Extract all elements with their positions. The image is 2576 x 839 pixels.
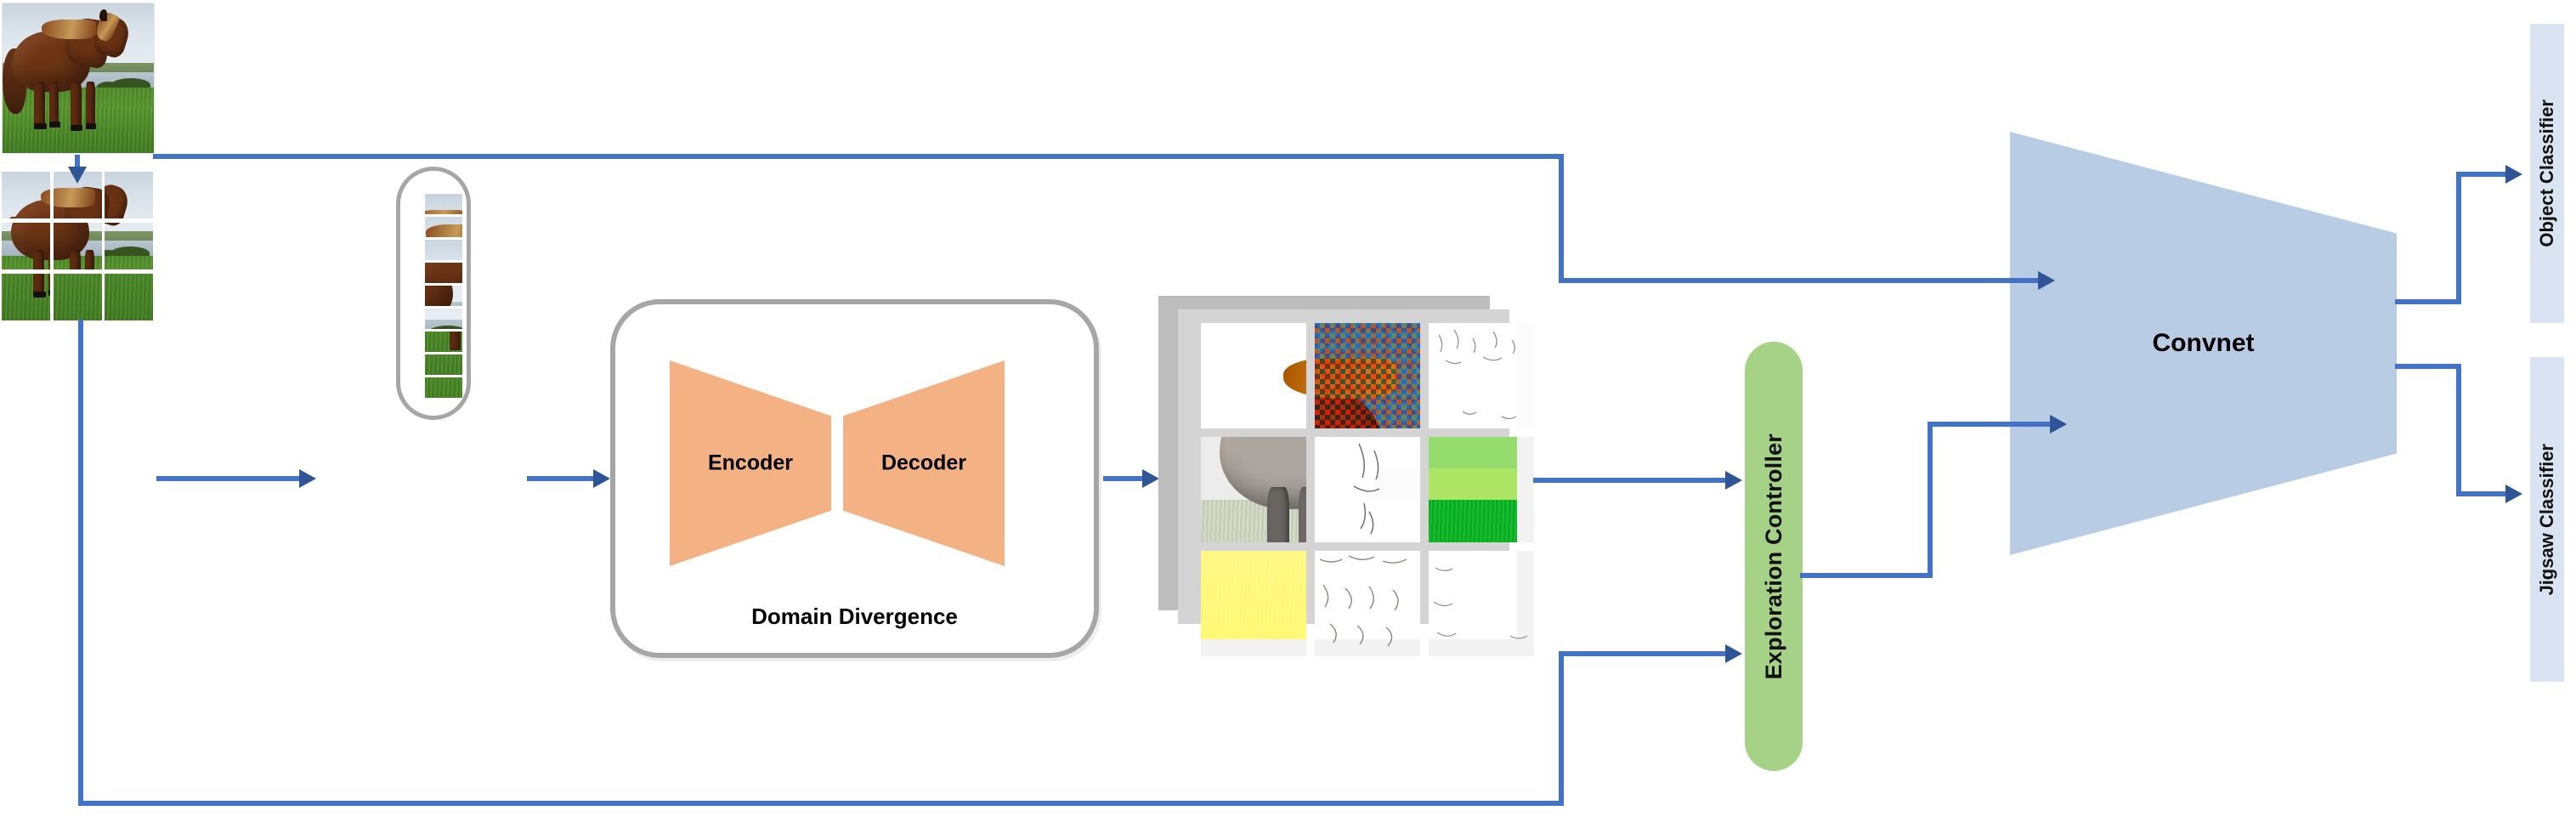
arrowhead-right: [2505, 485, 2522, 503]
edge-grid-to-controller-h2: [1559, 651, 1729, 656]
edge-grid-to-column: [156, 476, 301, 481]
sketch-strokes: [1438, 329, 1517, 420]
object-classifier-label: Object Classifier: [2536, 99, 2557, 247]
edge-image-to-convnet-v: [1559, 154, 1564, 283]
patch-strip: [425, 240, 462, 260]
horse-leg: [71, 81, 82, 128]
exploration-controller-label-wrap: Exploration Controller: [1745, 342, 1803, 771]
horse-leg: [49, 81, 59, 125]
object-classifier-box: Object Classifier: [2530, 24, 2564, 323]
jigsaw-tile: [2, 274, 50, 320]
patch-strip: [425, 354, 462, 375]
edge-grid-to-controller-v2: [1559, 651, 1564, 804]
stylized-patch-stack: [1158, 296, 1541, 670]
exploration-controller: [1745, 342, 1803, 771]
patch-strip: [425, 332, 462, 352]
patch-strip: [425, 194, 462, 214]
edge-grid-to-controller-v1: [78, 320, 83, 806]
convnet-label: Convnet: [2152, 329, 2255, 357]
edge-controller-to-convnet-v: [1928, 422, 1933, 578]
edge-grid-to-controller-h1: [78, 801, 1564, 806]
stylized-tile: [1429, 323, 1534, 428]
stylized-tile: [1315, 551, 1420, 656]
arrowhead-right: [593, 469, 610, 488]
horse-hoof: [71, 124, 83, 131]
stylized-tile: [1201, 323, 1306, 428]
domain-divergence-title: Domain Divergence: [751, 604, 958, 629]
jigsaw-tile: [54, 223, 102, 269]
stylized-tile: [1201, 437, 1306, 542]
edge-decoder-to-stack: [1103, 476, 1146, 481]
edge-convnet-to-jigsaw-v: [2456, 364, 2461, 496]
arrowhead-right: [2505, 165, 2522, 184]
sketch-strokes: [1319, 555, 1407, 647]
stylized-grid: [1201, 323, 1534, 660]
jigsaw-tile: [2, 172, 50, 218]
horse-ear: [99, 9, 107, 22]
horse-mane: [42, 20, 97, 40]
jigsaw-tile: [105, 172, 153, 218]
stylized-tile: [1201, 551, 1306, 656]
stylized-tile: [1315, 323, 1420, 428]
jigsaw-patch-grid: [2, 172, 153, 321]
horse-hoof: [49, 122, 60, 128]
edge-convnet-to-jigsaw-h2: [2456, 491, 2509, 496]
arrowhead-down: [68, 167, 87, 184]
horse-hoof: [85, 122, 97, 129]
encoder-label: Encoder: [707, 451, 794, 475]
patch-strip: [425, 263, 462, 283]
sketch-strokes: [1353, 443, 1380, 535]
arrowhead-right: [1725, 471, 1742, 490]
patch-sequence: [425, 194, 462, 398]
patch-strip: [425, 309, 462, 329]
edge-image-to-convnet-h1: [153, 154, 1564, 159]
stylized-tile: [1429, 437, 1534, 542]
jigsaw-classifier-box: Jigsaw Classifier: [2530, 357, 2564, 682]
patch-strip: [425, 217, 462, 237]
edge-controller-to-convnet-h1: [1800, 573, 1933, 578]
arrowhead-right: [2038, 271, 2055, 290]
exploration-controller-label: Exploration Controller: [1760, 433, 1786, 680]
edge-column-to-encoder: [527, 476, 595, 481]
stylized-tile: [1429, 551, 1534, 656]
edge-controller-to-convnet-h2: [1928, 422, 2057, 427]
jigsaw-tile: [105, 274, 153, 320]
horse-leg: [34, 81, 45, 127]
edge-convnet-to-object-h2: [2456, 172, 2509, 177]
arrowhead-right: [1725, 644, 1742, 663]
jigsaw-tile: [54, 274, 102, 320]
source-image: [2, 3, 155, 154]
arrowhead-right: [1142, 469, 1159, 488]
jigsaw-tile: [2, 223, 50, 269]
edge-stack-to-controller: [1533, 478, 1729, 483]
arrowhead-right: [299, 469, 316, 488]
edge-convnet-to-jigsaw-h1: [2395, 364, 2461, 369]
edge-convnet-to-object-v: [2456, 172, 2461, 304]
edge-convnet-to-object-h1: [2395, 299, 2461, 304]
edge-image-to-convnet-h2: [1559, 278, 2045, 283]
patch-strip: [425, 377, 462, 398]
jigsaw-tile: [105, 223, 153, 269]
sketch-strokes: [1433, 567, 1528, 639]
patch-strip: [425, 286, 462, 306]
horse-hoof: [34, 122, 47, 129]
jigsaw-classifier-label: Jigsaw Classifier: [2536, 443, 2557, 596]
arrowhead-right: [2050, 415, 2067, 434]
horse-leg: [85, 81, 95, 127]
decoder-label: Decoder: [880, 451, 967, 475]
stylized-tile: [1315, 437, 1420, 542]
edge-image-to-grid: [75, 155, 80, 170]
